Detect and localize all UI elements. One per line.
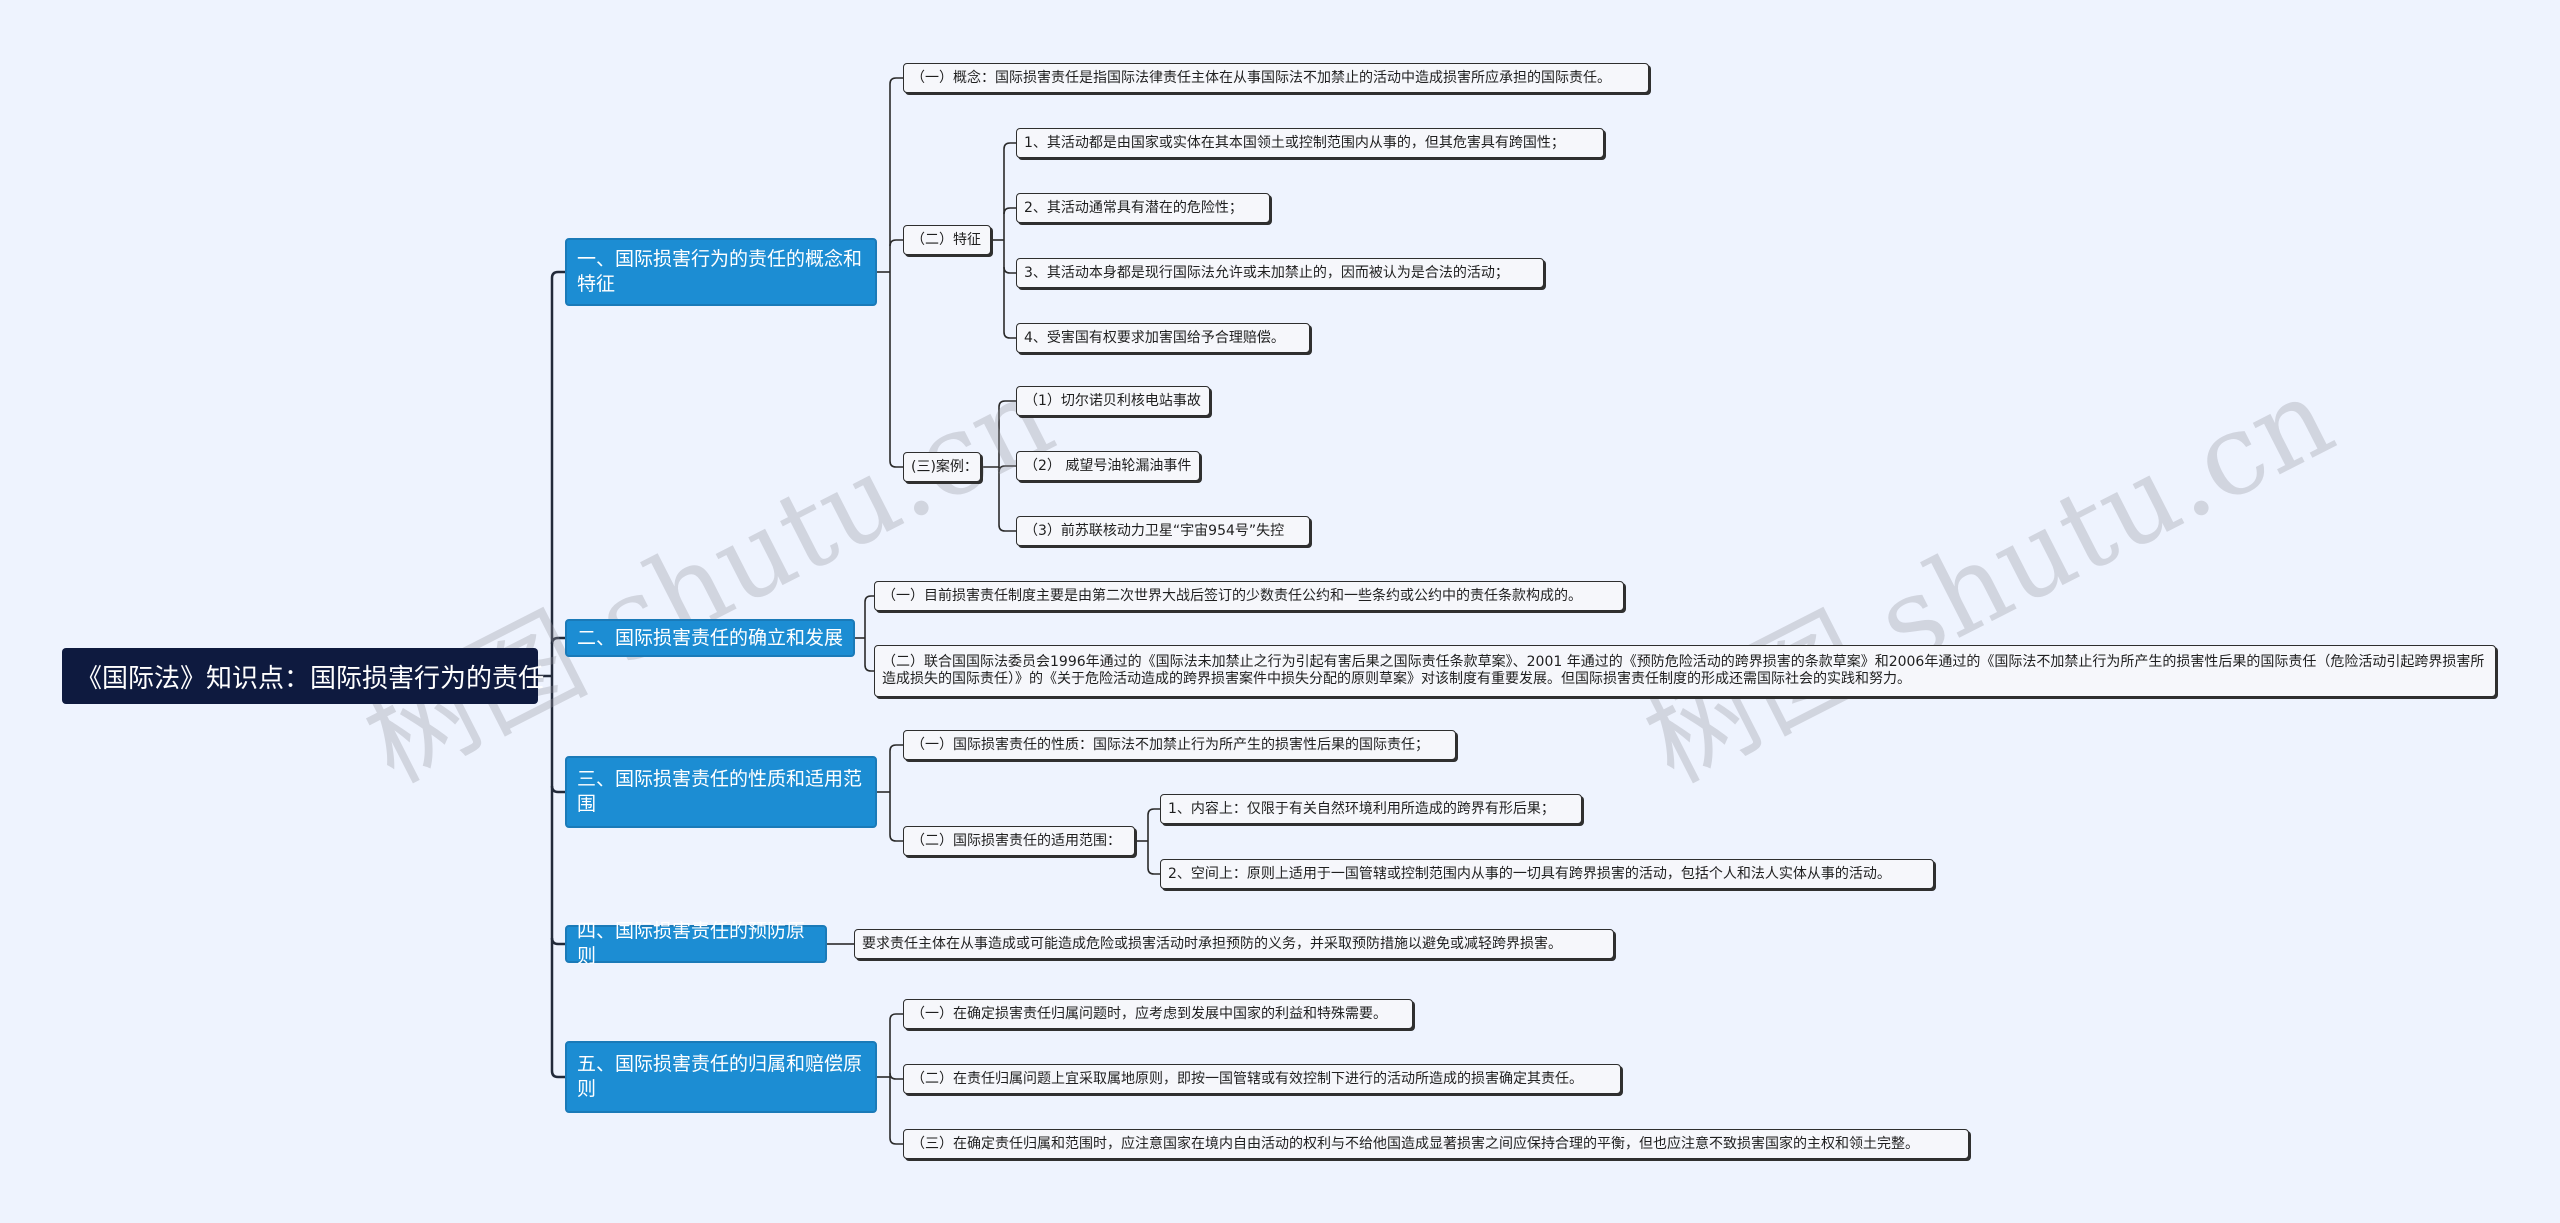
watermark: 树图 shutu.cn: [1625, 351, 2353, 808]
detail-item[interactable]: （2） 威望号油轮漏油事件: [1016, 451, 1200, 481]
subtopic[interactable]: （二）特征: [903, 225, 991, 255]
subtopic[interactable]: （二）国际损害责任的适用范围：: [903, 826, 1135, 856]
detail-item[interactable]: 1、其活动都是由国家或实体在其本国领土或控制范围内从事的，但其危害具有跨国性；: [1016, 128, 1604, 158]
subtopic[interactable]: (三)案例：: [903, 452, 981, 482]
branch-topic-5[interactable]: 五、国际损害责任的归属和赔偿原则: [565, 1041, 877, 1113]
subtopic-connector: [1147, 808, 1160, 816]
branch-connector: [889, 1013, 903, 1021]
subtopic-connector: [1003, 142, 1016, 150]
subtopic-connector: [998, 400, 1016, 408]
subtopic-connector: [998, 465, 1016, 473]
subtopic[interactable]: （二）联合国国际法委员会1996年通过的《国际法未加禁止之行为引起有害后果之国际…: [874, 645, 2496, 697]
branch-topic-1[interactable]: 一、国际损害行为的责任的概念和特征: [565, 238, 877, 306]
branch-topic-3[interactable]: 三、国际损害责任的性质和适用范围: [565, 756, 877, 828]
branch-connector: [864, 595, 874, 603]
subtopic-connector: [1003, 331, 1016, 339]
branch-connector: [889, 460, 903, 468]
branch-connector: [889, 834, 903, 842]
subtopic[interactable]: （一）在确定损害责任归属问题时，应考虑到发展中国家的利益和特殊需要。: [903, 999, 1413, 1029]
subtopic[interactable]: （一）概念：国际损害责任是指国际法律责任主体在从事国际法不加禁止的活动中造成损害…: [903, 63, 1649, 93]
detail-item[interactable]: 4、受害国有权要求加害国给予合理赔偿。: [1016, 323, 1310, 353]
detail-item[interactable]: 1、内容上：仅限于有关自然环境利用所造成的跨界有形后果；: [1160, 794, 1582, 824]
detail-item[interactable]: 2、空间上：原则上适用于一国管辖或控制范围内从事的一切具有跨界损害的活动，包括个…: [1160, 859, 1934, 889]
detail-item[interactable]: （3）前苏联核动力卫星“宇宙954号”失控: [1016, 516, 1310, 546]
subtopic-connector: [998, 524, 1016, 532]
branch-connector: [889, 1072, 903, 1080]
subtopic[interactable]: （一）目前损害责任制度主要是由第二次世界大战后签订的少数责任公约和一些条约或公约…: [874, 581, 1624, 611]
detail-item[interactable]: 3、其活动本身都是现行国际法允许或未加禁止的，因而被认为是合法的活动；: [1016, 258, 1544, 288]
subtopic-connector: [1147, 867, 1160, 875]
branch-topic-4[interactable]: 四、国际损害责任的预防原则: [565, 920, 827, 967]
subtopic-connector: [1003, 207, 1016, 215]
root-connector: [550, 937, 565, 946]
branch-connector: [864, 664, 874, 672]
branch-connector: [889, 77, 903, 85]
root-connector: [550, 270, 565, 279]
detail-item[interactable]: 2、其活动通常具有潜在的危险性；: [1016, 193, 1270, 223]
branch-connector: [889, 1137, 903, 1145]
subtopic[interactable]: （三）在确定责任归属和范围时，应注意国家在境内自由活动的权利与不给他国造成显著损…: [903, 1129, 1969, 1159]
root-topic[interactable]: 《国际法》知识点：国际损害行为的责任: [62, 648, 544, 704]
branch-topic-2[interactable]: 二、国际损害责任的确立和发展: [565, 619, 855, 657]
detail-item[interactable]: （1）切尔诺贝利核电站事故: [1016, 386, 1210, 416]
subtopic[interactable]: （二）在责任归属问题上宜采取属地原则，即按一国管辖或有效控制下进行的活动所造成的…: [903, 1064, 1621, 1094]
subtopic[interactable]: 要求责任主体在从事造成或可能造成危险或损害活动时承担预防的义务，并采取预防措施以…: [854, 929, 1614, 959]
root-connector: [550, 1070, 565, 1079]
root-connector: [550, 636, 565, 645]
subtopic[interactable]: （一）国际损害责任的性质：国际法不加禁止行为所产生的损害性后果的国际责任；: [903, 730, 1456, 760]
root-connector: [550, 785, 565, 794]
subtopic-connector: [1003, 266, 1016, 274]
branch-connector: [889, 239, 903, 247]
branch-connector: [889, 744, 903, 752]
